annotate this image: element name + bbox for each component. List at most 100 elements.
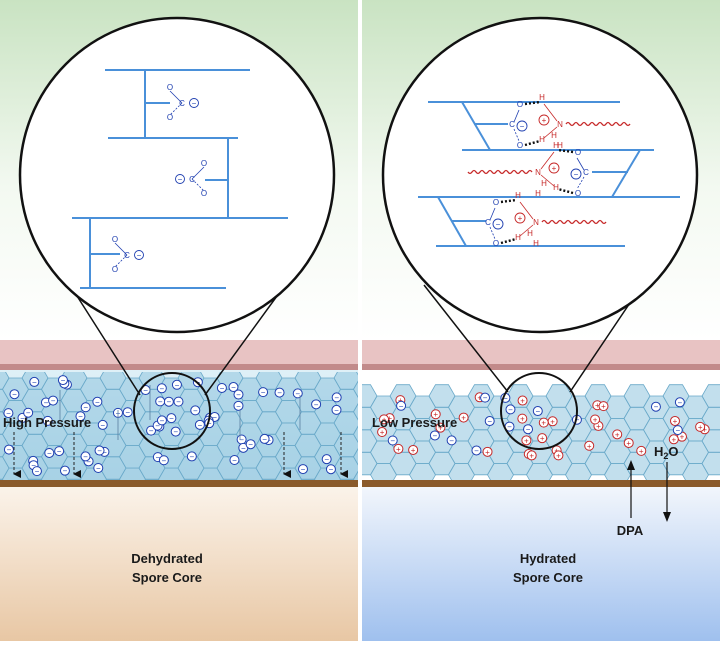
anion-marker: − bbox=[122, 407, 133, 418]
svg-text:+: + bbox=[380, 428, 385, 437]
svg-text:−: − bbox=[12, 390, 17, 399]
cation-marker: + bbox=[521, 435, 532, 446]
svg-text:−: − bbox=[236, 402, 241, 411]
cation-marker: + bbox=[379, 414, 390, 425]
cation-marker: + bbox=[537, 433, 548, 444]
svg-text:−: − bbox=[96, 464, 101, 473]
cation-marker: + bbox=[598, 401, 609, 412]
svg-text:H: H bbox=[551, 131, 557, 140]
svg-text:−: − bbox=[169, 414, 174, 423]
svg-text:−: − bbox=[433, 431, 438, 440]
svg-text:H: H bbox=[515, 233, 521, 242]
svg-text:−: − bbox=[474, 446, 479, 455]
svg-text:−: − bbox=[175, 381, 180, 390]
anion-marker: − bbox=[3, 444, 14, 455]
anion-marker: − bbox=[156, 383, 167, 394]
right-inner-membrane bbox=[362, 480, 720, 487]
water-arrow bbox=[663, 462, 671, 522]
svg-text:−: − bbox=[32, 378, 37, 387]
cation-marker: + bbox=[526, 450, 537, 461]
svg-text:−: − bbox=[487, 417, 492, 426]
svg-text:+: + bbox=[556, 451, 561, 460]
svg-text:H: H bbox=[533, 239, 539, 248]
svg-text:−: − bbox=[496, 220, 501, 229]
svg-text:−: − bbox=[45, 417, 50, 426]
anion-marker: − bbox=[229, 455, 240, 466]
cation-marker: + bbox=[590, 414, 601, 425]
svg-text:+: + bbox=[698, 423, 703, 432]
svg-text:+: + bbox=[596, 422, 601, 431]
anion-marker: − bbox=[321, 454, 332, 465]
anion-marker: − bbox=[57, 375, 68, 386]
svg-text:O: O bbox=[167, 113, 173, 122]
anion-marker: − bbox=[387, 435, 398, 446]
svg-text:C: C bbox=[583, 168, 589, 177]
right-peptidoglycan-lattice bbox=[418, 101, 680, 247]
anion-marker: − bbox=[331, 392, 342, 403]
panel-divider bbox=[358, 0, 362, 641]
hydrated-label: Hydrated bbox=[520, 551, 576, 566]
cation-marker: + bbox=[668, 434, 679, 445]
svg-text:O: O bbox=[517, 100, 523, 109]
svg-text:−: − bbox=[575, 416, 580, 425]
anion-marker: − bbox=[505, 404, 516, 415]
anion-marker: − bbox=[163, 396, 174, 407]
anion-marker: − bbox=[48, 395, 59, 406]
svg-text:+: + bbox=[550, 417, 555, 426]
anion-marker: − bbox=[170, 426, 181, 437]
left-focus-circle bbox=[133, 372, 211, 450]
anion-marker: − bbox=[228, 382, 239, 393]
svg-text:−: − bbox=[324, 455, 329, 464]
svg-text:O: O bbox=[493, 198, 499, 207]
svg-text:H: H bbox=[553, 141, 559, 150]
anion-marker: − bbox=[194, 419, 205, 430]
cation-marker: + bbox=[538, 417, 549, 428]
svg-text:+: + bbox=[552, 164, 557, 173]
anion-marker: − bbox=[93, 462, 104, 473]
svg-text:−: − bbox=[158, 397, 163, 406]
anion-marker: − bbox=[274, 387, 285, 398]
svg-text:+: + bbox=[626, 439, 631, 448]
anion-marker: − bbox=[158, 455, 169, 466]
svg-text:−: − bbox=[483, 394, 488, 403]
anion-marker: − bbox=[146, 425, 157, 436]
svg-text:H: H bbox=[535, 189, 541, 198]
cation-marker: + bbox=[517, 395, 528, 406]
dehydrated-core-region bbox=[0, 487, 358, 641]
anion-marker: − bbox=[80, 402, 91, 413]
svg-text:−: − bbox=[149, 427, 154, 436]
svg-text:+: + bbox=[540, 434, 545, 443]
anion-marker: − bbox=[650, 401, 661, 412]
svg-text:−: − bbox=[207, 419, 212, 428]
cation-marker: + bbox=[430, 409, 441, 420]
cation-marker: + bbox=[377, 427, 388, 438]
right-magnified-view bbox=[381, 16, 699, 334]
cortex-hexagon bbox=[701, 429, 720, 453]
cortex-hexagon bbox=[353, 425, 358, 443]
anion-marker: − bbox=[3, 408, 14, 419]
anion-marker: − bbox=[532, 406, 543, 417]
svg-text:−: − bbox=[159, 384, 164, 393]
svg-text:−: − bbox=[507, 423, 512, 432]
svg-text:−: − bbox=[47, 449, 52, 458]
svg-text:−: − bbox=[301, 465, 306, 474]
anion-marker: − bbox=[9, 389, 20, 400]
svg-text:C: C bbox=[509, 120, 515, 129]
svg-text:−: − bbox=[61, 376, 66, 385]
svg-text:+: + bbox=[639, 447, 644, 456]
anion-marker: − bbox=[29, 376, 40, 387]
hydrated-core-region bbox=[362, 487, 720, 641]
svg-text:−: − bbox=[329, 465, 334, 474]
anion-marker: − bbox=[155, 396, 166, 407]
svg-text:+: + bbox=[593, 415, 598, 424]
svg-text:−: − bbox=[51, 397, 56, 406]
svg-text:−: − bbox=[155, 422, 160, 431]
anion-marker: − bbox=[429, 430, 440, 441]
carboxylate-group: COO− bbox=[167, 83, 199, 122]
svg-text:−: − bbox=[334, 406, 339, 415]
svg-text:N: N bbox=[557, 120, 563, 129]
svg-text:+: + bbox=[520, 415, 525, 424]
svg-text:+: + bbox=[595, 401, 600, 410]
anion-marker: − bbox=[54, 446, 65, 457]
